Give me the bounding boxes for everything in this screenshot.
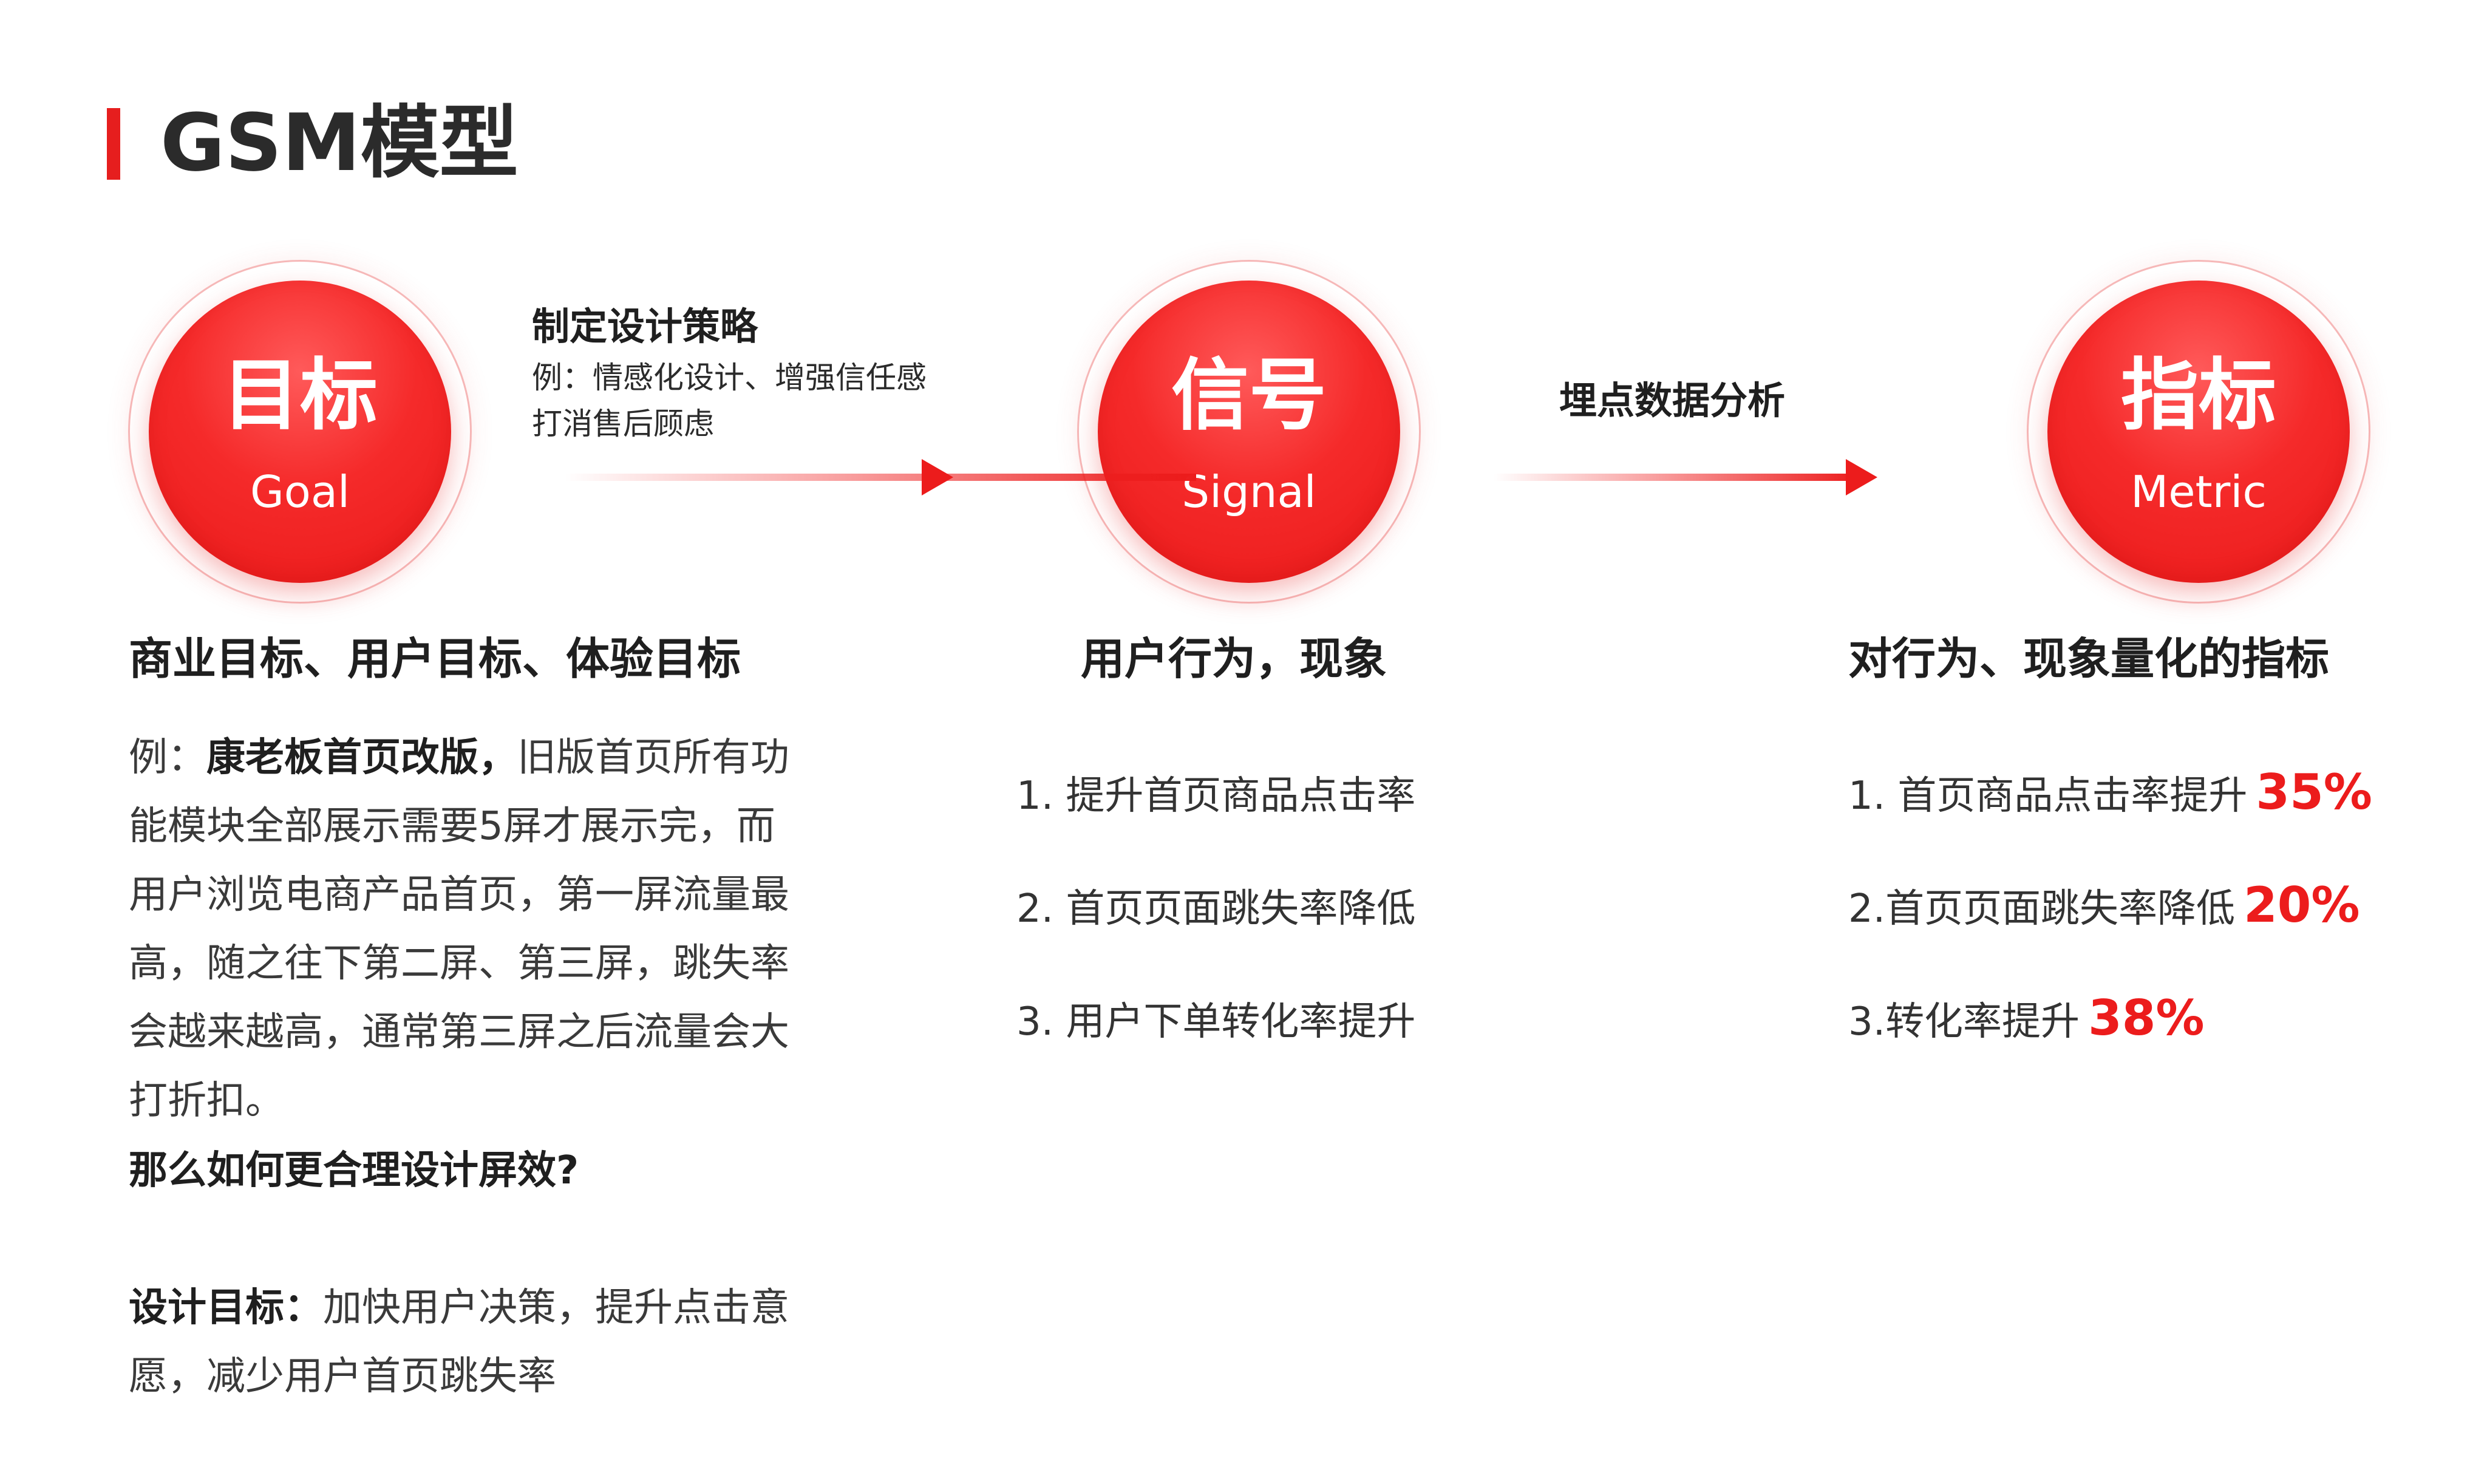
arrow1-subtitle-line2: 打消售后顾虑 [532,406,714,441]
signal-heading: 用户行为，现象 [1081,633,1387,684]
arrow2-head [1846,459,1877,495]
metric-circle-cn: 指标 [2120,350,2276,441]
signal-item-1: 1. 提升首页商品点击率 [1016,774,1416,819]
goal-circle-core: 目标 Goal [149,281,451,583]
arrow1-head [922,459,953,495]
goal-question: 那么如何更合理设计屏效? [129,1148,579,1193]
metric-item-1-value: 35% [2256,764,2372,820]
goal-circle-en: Goal [250,466,350,517]
metric-circle: 指标 Metric [2027,260,2370,604]
metric-item-3-value: 38% [2088,990,2205,1046]
goal-circle-cn: 目标 [222,350,378,441]
goal-design-goal-text: 加快用户决策，提升点击意愿，减少用户首页跳失率 [129,1285,789,1399]
arrow2-title: 埋点数据分析 [1559,378,1786,423]
metric-circle-en: Metric [2131,466,2267,517]
arrow1-line [565,474,1196,481]
signal-circle-en: Signal [1182,466,1316,517]
goal-example: 例：康老板首页改版，旧版首页所有功能模块全部展示需要5屏才展示完，而用户浏览电商… [129,724,797,1135]
metric-item-1-label: 1. 首页商品点击率提升 [1848,774,2248,819]
goal-heading: 商业目标、用户目标、体验目标 [129,633,741,684]
goal-circle: 目标 Goal [128,260,472,604]
goal-example-prefix: 例： [129,735,206,780]
metric-heading: 对行为、现象量化的指标 [1848,633,2330,684]
signal-circle-cn: 信号 [1171,350,1327,441]
metric-item-3-label: 3.转化率提升 [1848,999,2080,1044]
goal-example-highlight: 康老板首页改版， [206,735,517,780]
goal-design-goal-label: 设计目标： [129,1285,323,1330]
page-title: GSM模型 [160,97,519,189]
metric-circle-core: 指标 Metric [2047,281,2350,583]
signal-circle-core: 信号 Signal [1098,281,1400,583]
arrow1-title: 制定设计策略 [532,304,758,349]
goal-example-text: 旧版首页所有功能模块全部展示需要5屏才展示完，而用户浏览电商产品首页，第一屏流量… [129,735,789,1123]
title-accent-bar [107,108,120,180]
signal-item-2: 2. 首页页面跳失率降低 [1016,887,1416,931]
arrow2-line [1494,474,1858,481]
metric-item-2-value: 20% [2244,877,2360,933]
arrow1-subtitle-line1: 例：情感化设计、增强信任感 [532,360,927,395]
signal-circle: 信号 Signal [1077,260,1421,604]
signal-item-3: 3. 用户下单转化率提升 [1016,999,1416,1044]
metric-item-2-label: 2.首页页面跳失率降低 [1848,887,2236,931]
goal-design-goal: 设计目标：加快用户决策，提升点击意愿，减少用户首页跳失率 [129,1274,797,1411]
